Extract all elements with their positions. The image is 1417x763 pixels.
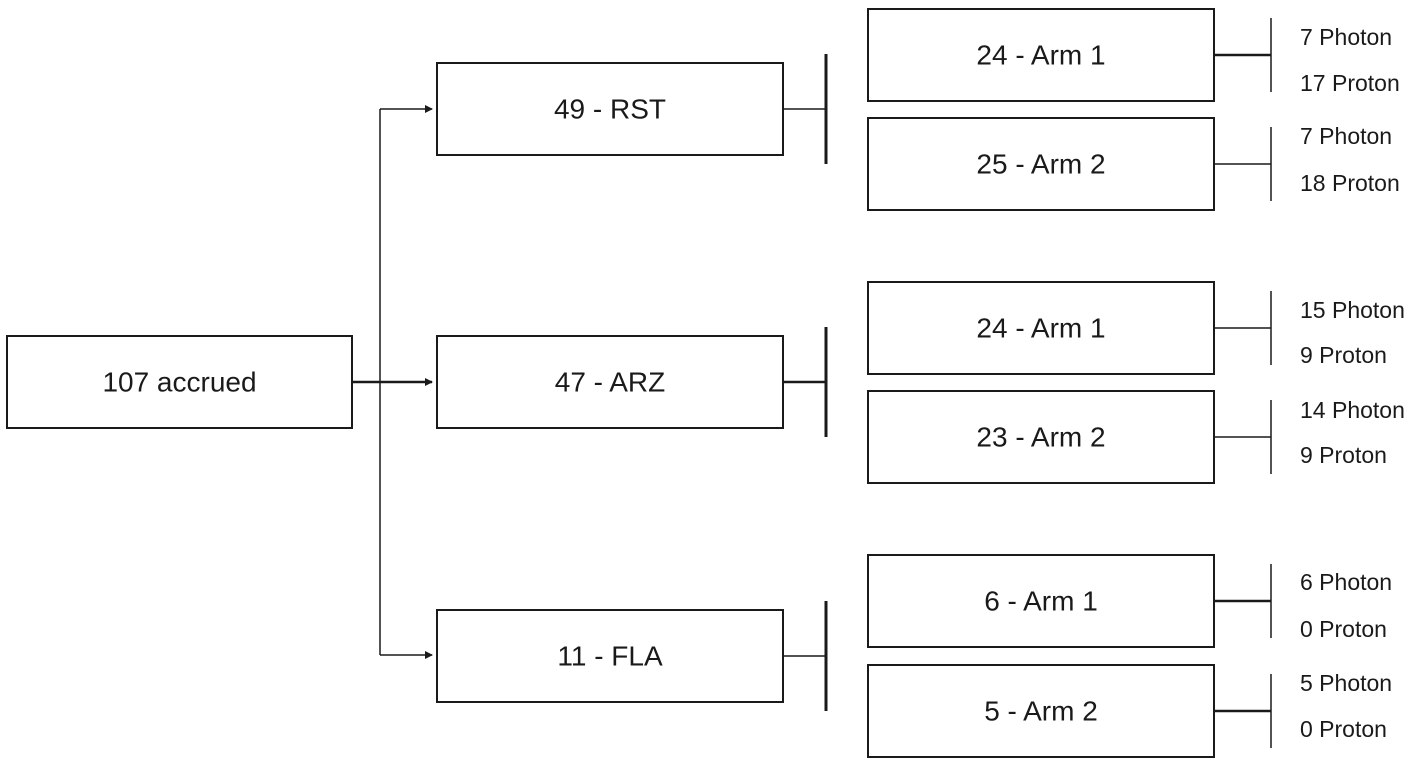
proton-count: 0 Proton [1300,616,1387,642]
site-box: 47 - ARZ [436,335,784,429]
arm-label: 6 - Arm 1 [984,586,1098,617]
arm-box: 6 - Arm 1 [867,554,1215,648]
proton-count: 18 Proton [1300,170,1400,196]
site-group-arz: 47 - ARZ 24 - Arm 1 15 Photon 9 Proton 2… [436,281,1405,484]
arm-label: 23 - Arm 2 [976,422,1105,453]
arm-box: 24 - Arm 1 [867,8,1215,102]
root-connectors [352,105,433,659]
site-label: 11 - FLA [557,641,663,672]
photon-count: 6 Photon [1300,569,1392,595]
arm-box: 24 - Arm 1 [867,281,1215,375]
arm-label: 24 - Arm 1 [976,313,1105,344]
root-box: 107 accrued [6,335,353,429]
photon-count: 7 Photon [1300,24,1392,50]
arm-box: 5 - Arm 2 [867,664,1215,758]
root-label: 107 accrued [102,367,256,398]
arm-label: 25 - Arm 2 [976,149,1105,180]
photon-count: 7 Photon [1300,123,1392,149]
arm-box: 25 - Arm 2 [867,117,1215,211]
photon-count: 15 Photon [1300,297,1405,323]
proton-count: 0 Proton [1300,716,1387,742]
arm-label: 5 - Arm 2 [984,696,1098,727]
photon-count: 5 Photon [1300,670,1392,696]
proton-count: 9 Proton [1300,442,1387,468]
site-box: 49 - RST [436,62,784,156]
site-group-rst: 49 - RST 24 - Arm 1 7 Photon 17 Proton 2… [436,8,1400,211]
photon-count: 14 Photon [1300,397,1405,423]
proton-count: 17 Proton [1300,70,1400,96]
arm-box: 23 - Arm 2 [867,390,1215,484]
proton-count: 9 Proton [1300,342,1387,368]
site-label: 47 - ARZ [555,367,665,398]
site-group-fla: 11 - FLA 6 - Arm 1 6 Photon 0 Proton 5 -… [436,554,1392,758]
arm-label: 24 - Arm 1 [976,40,1105,71]
site-box: 11 - FLA [436,609,784,703]
site-label: 49 - RST [554,94,666,125]
